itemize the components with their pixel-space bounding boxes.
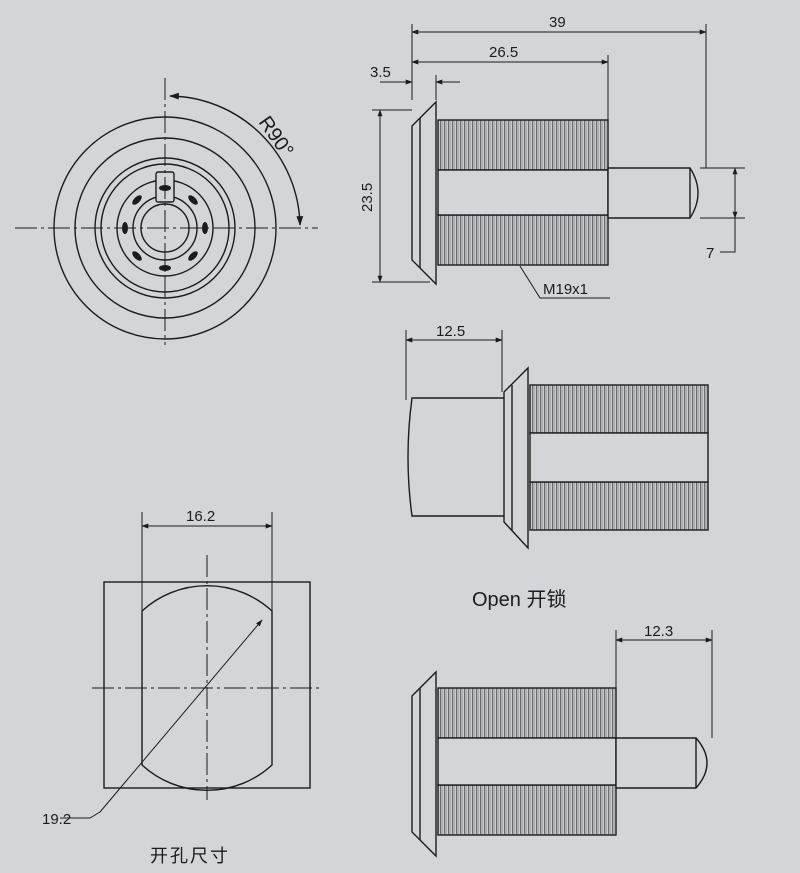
top-bolt — [607, 167, 699, 219]
mid-body-gap — [529, 432, 709, 483]
bottom-dimensions — [615, 630, 713, 738]
dim-bolt-extension: 12.3 — [644, 623, 673, 640]
top-dimensions — [372, 24, 745, 299]
bottom-body-gap — [437, 737, 617, 786]
bottom-bolt — [615, 737, 708, 789]
thread-spec-label: M19x1 — [543, 281, 588, 298]
cutout-shape — [141, 584, 273, 792]
mid-thread-lower — [529, 481, 709, 531]
middle-side-view — [407, 366, 709, 550]
dim-cutout-diameter: 19.2 — [42, 811, 71, 828]
cutout-view — [60, 512, 322, 819]
top-thread-lower — [437, 214, 609, 266]
dim-flat-width: 16.2 — [186, 508, 215, 525]
dim-flange-height: 23.5 — [359, 183, 376, 212]
dim-overall-length: 39 — [549, 14, 566, 31]
bottom-side-view — [411, 670, 708, 858]
top-body-gap — [437, 169, 609, 216]
middle-dimensions — [405, 330, 503, 400]
bottom-thread-upper — [437, 687, 617, 739]
mid-flange — [503, 366, 529, 550]
front-view — [15, 78, 318, 345]
rotation-angle-label: R90° — [254, 112, 298, 161]
mid-thread-upper — [529, 384, 709, 434]
top-thread-upper — [437, 119, 609, 171]
top-flange — [411, 100, 437, 286]
mid-plug — [407, 397, 507, 517]
dim-flange-thickness: 3.5 — [370, 64, 391, 81]
diameter-leader — [99, 619, 263, 813]
bottom-flange — [411, 670, 437, 858]
dim-thread-length: 26.5 — [489, 44, 518, 61]
dim-plug-length: 12.5 — [436, 323, 465, 340]
bottom-thread-lower — [437, 784, 617, 836]
dim-bolt-diameter: 7 — [706, 245, 714, 262]
rotation-arc — [169, 92, 304, 226]
cutout-caption: 开孔尺寸 — [150, 846, 230, 866]
open-label: Open 开锁 — [472, 588, 566, 611]
top-side-view — [411, 100, 699, 286]
